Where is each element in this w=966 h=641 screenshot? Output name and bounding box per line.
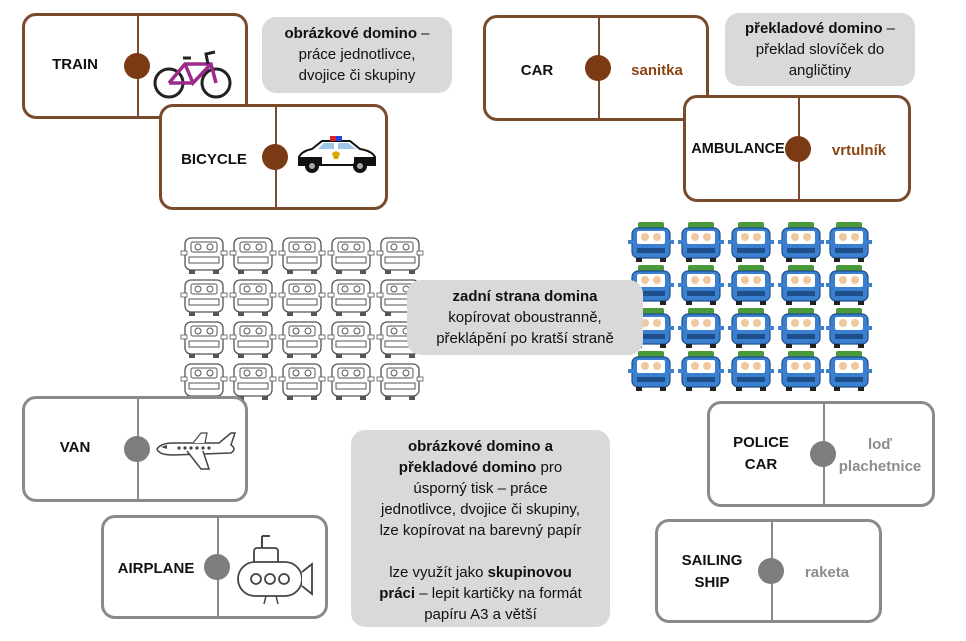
card-word: BICYCLE: [181, 151, 247, 168]
domino-card-car: CAR sanitka: [483, 15, 709, 121]
card-word-line: POLICE: [733, 434, 789, 451]
note-bold: zadní strana domina: [452, 288, 598, 305]
note-line: překlad slovíček do: [755, 41, 885, 58]
card-word-line: CAR: [744, 456, 778, 473]
card-word: CAR: [520, 62, 554, 79]
domino-card-airplane: AIRPLANE: [101, 515, 328, 619]
card-dot: [785, 135, 811, 162]
note-line: papíru A3 a větší: [424, 606, 537, 623]
card-dot: [262, 144, 288, 170]
note-bold: práci: [379, 585, 416, 602]
card-word: VAN: [59, 439, 91, 456]
domino-card-bicycle: BICYCLE: [159, 104, 388, 210]
domino-card-van: VAN: [22, 396, 248, 502]
note-line: angličtiny: [788, 62, 852, 79]
submarine-icon: [237, 535, 313, 605]
card-dot: [204, 554, 230, 580]
note-line: lze kopírovat na barevný papír: [379, 522, 582, 539]
note-text: –: [417, 25, 430, 42]
card-word-line: SAILING: [681, 552, 743, 569]
note-text: lze využít jako: [389, 564, 488, 581]
note-line: jednotlivce, dvojice či skupiny,: [381, 501, 580, 518]
domino-card-ambulance: AMBULANCE vrtulník: [683, 95, 911, 202]
note-bold: překladové domino: [744, 20, 883, 37]
card-translation: vrtulník: [831, 142, 887, 159]
card-translation: sanitka: [631, 62, 683, 79]
note-bold: obrázkové domino: [284, 25, 417, 42]
note-text: pro: [536, 459, 563, 476]
domino-card-train: TRAIN: [22, 13, 248, 119]
card-dot: [124, 53, 150, 79]
card-translation-line: loď: [867, 436, 893, 453]
note-line: překlápění po kratší straně: [436, 330, 614, 347]
note-picture-domino: obrázkové domino – práce jednotlivce, dv…: [262, 17, 452, 93]
card-word: AMBULANCE: [691, 141, 785, 157]
note-line: kopírovat oboustranně,: [448, 309, 602, 326]
domino-card-police-car: POLICE CAR loď plachetnice: [707, 401, 935, 507]
note-line: práce jednotlivce,: [298, 46, 416, 63]
card-word: AIRPLANE: [117, 560, 195, 577]
card-word-line: SHIP: [694, 574, 730, 591]
note-text: – lepit kartičky na formát: [415, 585, 582, 602]
card-dot: [758, 558, 784, 584]
domino-card-sailing-ship: SAILING SHIP raketa: [655, 519, 882, 623]
card-translation-line: plachetnice: [838, 458, 922, 475]
card-dot: [585, 55, 611, 81]
note-bold: skupinovou: [487, 564, 572, 581]
card-word: SAILING SHIP: [658, 550, 766, 594]
card-word: TRAIN: [52, 56, 98, 73]
card-dot: [124, 436, 150, 462]
note-translation-domino: překladové domino – překlad slovíček do …: [725, 13, 915, 86]
note-economical-print: obrázkové domino a překladové domino pro…: [351, 430, 610, 627]
note-back-side: zadní strana domina kopírovat oboustrann…: [407, 280, 643, 355]
police-car-icon: [298, 136, 376, 173]
bicycle-icon: [153, 50, 232, 99]
card-back-pattern-color: [627, 221, 873, 392]
note-line: úsporný tisk – práce: [413, 480, 548, 497]
card-translation: loď plachetnice: [830, 434, 930, 478]
airplane-icon: [156, 432, 237, 470]
note-text: –: [882, 20, 896, 37]
card-back-pattern-outline: [180, 237, 424, 401]
note-bold: překladové domino: [398, 459, 537, 476]
card-translation: raketa: [804, 564, 850, 581]
note-line: dvojice či skupiny: [298, 67, 416, 84]
card-dot: [810, 441, 836, 467]
card-word: POLICE CAR: [710, 432, 812, 476]
note-bold: obrázkové domino a: [407, 438, 554, 455]
